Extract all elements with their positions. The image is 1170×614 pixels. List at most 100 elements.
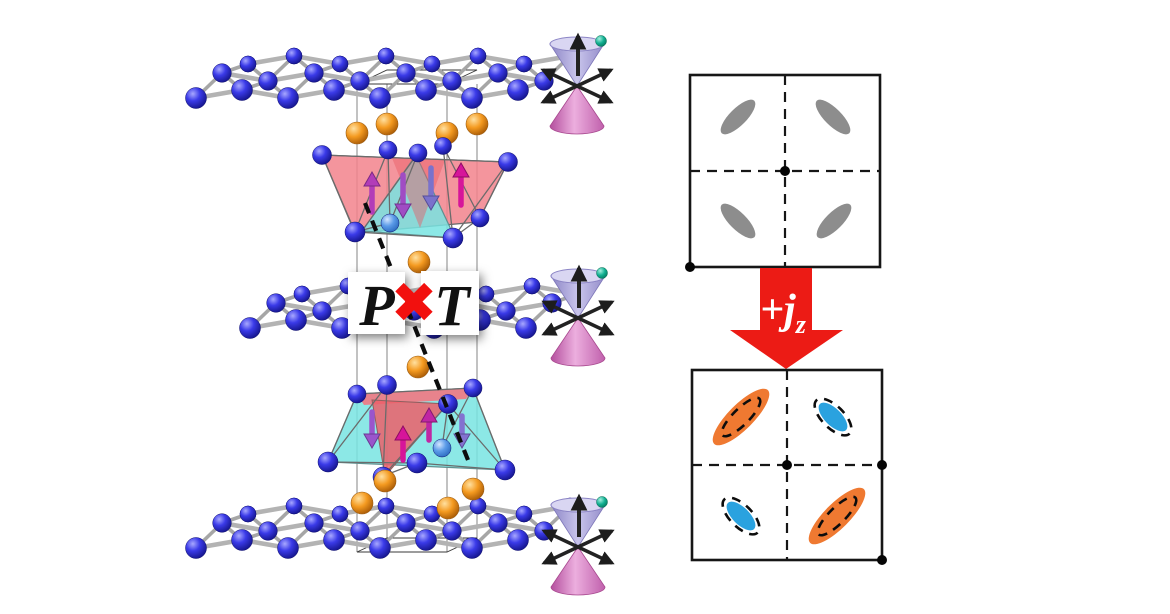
bz-after <box>690 368 887 565</box>
atom-sphere-blue <box>212 63 232 83</box>
parity-symbol: P <box>358 273 395 338</box>
gamma-point-dot <box>780 166 790 176</box>
spin-arrow-head <box>363 170 381 187</box>
fermi-pocket-gray <box>815 99 851 135</box>
atom-sphere-blue <box>323 529 345 551</box>
electron-dot-teal <box>596 267 608 279</box>
atom-sphere-blue <box>463 378 483 398</box>
atom-sphere-blue <box>423 55 441 73</box>
magnetic-polyhedra-layer-top <box>312 137 518 249</box>
red-block-arrow <box>730 268 843 369</box>
polyhedron-corner-atoms <box>312 137 518 249</box>
atom-sphere-blue <box>350 71 370 91</box>
atom-sphere-blue <box>312 301 332 321</box>
atom-sphere-blue <box>408 143 428 163</box>
atom-sphere-blue <box>415 529 437 551</box>
atom-sphere-blue <box>488 63 508 83</box>
atom-sphere-orange <box>461 477 485 501</box>
atom-sphere-blue <box>231 529 253 551</box>
dirac-cones <box>540 32 615 596</box>
fermi-surface-panel: +jz <box>685 73 887 565</box>
atom-sphere-blue <box>239 55 257 73</box>
atom-sphere-blue <box>347 384 367 404</box>
atom-sphere-blue <box>239 505 257 523</box>
spin-arrow-head <box>394 424 412 441</box>
atom-sphere-orange <box>375 112 399 136</box>
atom-sphere-blue <box>277 87 299 109</box>
atom-sphere-blue <box>185 87 207 109</box>
atom-sphere-blue <box>442 71 462 91</box>
atom-sphere-blue <box>344 221 366 243</box>
gamma-point-dot <box>782 460 792 470</box>
atom-sphere-blue <box>258 71 278 91</box>
spin-arrow-head <box>452 161 470 178</box>
orange-pocket <box>808 487 866 545</box>
fermi-pocket-enlarged <box>808 487 866 545</box>
original-pocket-outline <box>816 495 858 537</box>
atom-sphere-blue <box>477 285 495 303</box>
crystal-structure-panel: ✖ P T <box>185 32 615 596</box>
atom-sphere-blue <box>515 505 533 523</box>
band-dispersion-arrow <box>541 529 615 565</box>
atom-sphere-blue <box>438 394 458 414</box>
atom-sphere-blue <box>498 152 518 172</box>
current-label-main: +j <box>760 287 796 333</box>
spin-arrow-head <box>394 203 412 220</box>
dirac-cone <box>541 264 615 367</box>
atom-sphere-blue <box>507 529 529 551</box>
atom-sphere-orange <box>350 491 374 515</box>
atom-sphere-blue <box>377 47 395 65</box>
atom-sphere-blue <box>369 537 391 559</box>
atom-sphere-blue <box>523 277 541 295</box>
corner-point-dot <box>685 262 695 272</box>
atom-sphere-blue <box>266 293 286 313</box>
blue-pocket <box>726 501 756 531</box>
original-pocket-outline <box>813 397 853 437</box>
atom-sphere-blue <box>378 140 398 160</box>
fermi-pocket-gray <box>720 99 756 135</box>
lower-cone <box>550 546 606 596</box>
atom-sphere-lightblue <box>380 213 400 233</box>
current-arrow: +jz <box>730 268 843 369</box>
atom-sphere-blue <box>377 497 395 515</box>
atom-sphere-blue <box>369 87 391 109</box>
atom-sphere-blue <box>377 375 397 395</box>
square-net-layer-top <box>185 47 579 109</box>
atom-sphere-blue <box>277 537 299 559</box>
polyhedron-edges <box>327 384 506 477</box>
atom-sphere-blue <box>212 513 232 533</box>
atom-sphere-blue <box>350 521 370 541</box>
atom-sphere-blue <box>461 87 483 109</box>
fermi-pocket-shrunk <box>721 496 761 536</box>
fermi-pocket-shrunk <box>813 397 853 437</box>
magnetic-polyhedra-layer-bottom <box>317 375 516 488</box>
fermi-pocket-enlarged <box>712 388 770 446</box>
atom-sphere-blue <box>434 137 452 155</box>
dirac-cone <box>541 493 615 596</box>
atom-sphere-blue <box>515 55 533 73</box>
fermi-pocket-gray <box>816 203 852 239</box>
atom-sphere-blue <box>331 505 349 523</box>
spin-arrow-head <box>422 195 440 212</box>
fermi-pocket-gray <box>720 203 756 239</box>
atom-sphere-orange <box>373 469 397 493</box>
dirac-cone <box>540 32 614 135</box>
spin-arrows-top <box>363 161 470 220</box>
bz-before <box>685 73 882 272</box>
atom-sphere-blue <box>415 79 437 101</box>
atom-sphere-blue <box>469 47 487 65</box>
lower-cone <box>550 317 606 367</box>
atom-sphere-blue <box>312 145 332 165</box>
atom-sphere-blue <box>406 452 428 474</box>
atom-sphere-blue <box>442 227 464 249</box>
corner-point-dot <box>877 555 887 565</box>
atom-sphere-orange <box>406 355 430 379</box>
atom-sphere-blue <box>258 521 278 541</box>
atom-sphere-orange <box>407 250 431 274</box>
atom-sphere-blue <box>185 537 207 559</box>
spacer-atoms-top <box>345 112 489 145</box>
edge-point-dot <box>877 460 887 470</box>
lower-cone <box>549 85 605 135</box>
atom-sphere-blue <box>285 47 303 65</box>
atom-sphere-blue <box>239 317 261 339</box>
